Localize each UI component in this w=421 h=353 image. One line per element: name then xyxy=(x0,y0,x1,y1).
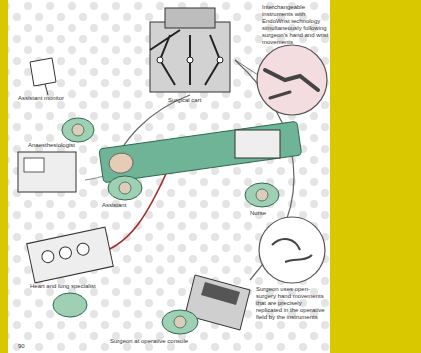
robot-arm xyxy=(150,30,220,85)
hand-sketch xyxy=(272,239,312,262)
monitor xyxy=(30,58,56,86)
annotation-label: Surgical cart xyxy=(168,97,228,104)
magnifier-circle xyxy=(259,217,325,283)
staff-figure xyxy=(162,310,198,334)
leader-line xyxy=(235,60,258,75)
surgical-cart xyxy=(150,22,230,92)
staff-figure xyxy=(245,183,279,207)
operating-table xyxy=(99,121,302,183)
annotation-label: Nurse xyxy=(250,210,290,217)
staff-figure xyxy=(62,118,94,142)
cart-head xyxy=(165,8,215,28)
staff-figure xyxy=(108,176,142,200)
monitor-stand xyxy=(45,84,48,95)
instrument xyxy=(265,70,318,90)
white-panel xyxy=(8,0,330,353)
annotation-label: Surgeon at operative console xyxy=(110,338,200,345)
magnifier-circle xyxy=(257,45,327,115)
patient-head xyxy=(108,152,135,175)
annotation-label: Interchangeable instruments with EndoWri… xyxy=(262,4,332,46)
annotation-label: Anaesthesiologist xyxy=(28,142,88,149)
anaesthesia-machine xyxy=(18,152,76,192)
dot-background xyxy=(8,0,330,353)
console-viewer xyxy=(201,282,240,305)
annotation-label: Assistant monitor xyxy=(18,95,78,102)
staff-figure xyxy=(53,293,87,317)
instrument-tray xyxy=(235,130,280,158)
annotation-label: Assistant xyxy=(102,202,152,209)
annotation-label: Heart and lung specialist xyxy=(30,283,110,290)
annotation-label: 90 xyxy=(18,343,38,350)
heart-lung-machine xyxy=(27,227,114,283)
annotation-label: Surgeon uses open-surgery hand movements… xyxy=(256,286,328,321)
